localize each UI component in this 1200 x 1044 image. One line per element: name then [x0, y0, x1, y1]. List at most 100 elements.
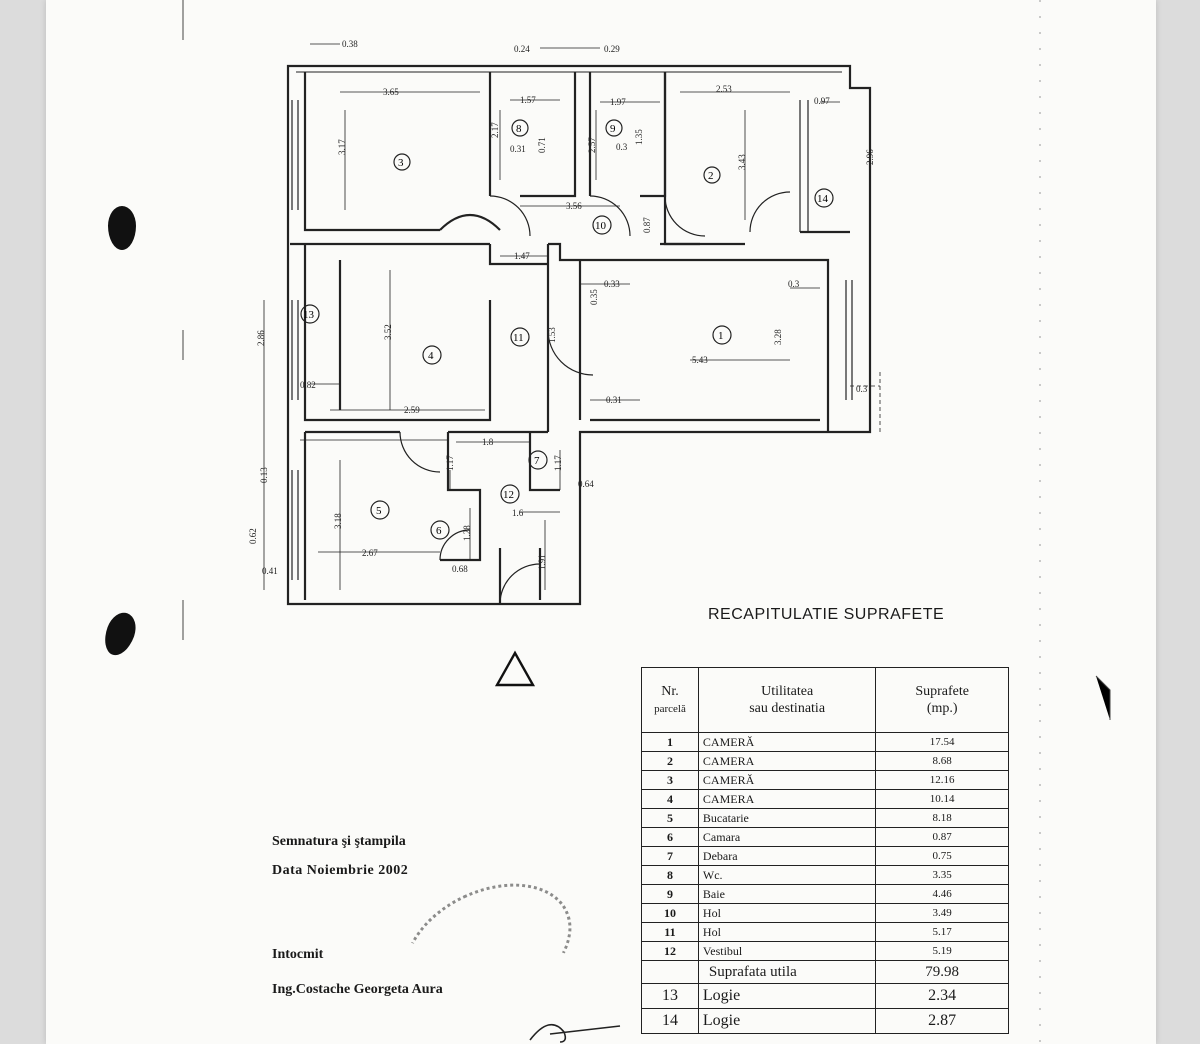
dimension-label: 3.43 — [737, 154, 747, 170]
room-number: 12 — [503, 489, 514, 501]
dimension-label: 0.3 — [616, 142, 628, 152]
date-label: Data Noiembrie 2002 — [272, 863, 409, 878]
dimension-label: 3.65 — [383, 87, 399, 97]
dimension-label: 1.6 — [512, 508, 524, 518]
dimension-label: 0.29 — [604, 44, 620, 54]
dimension-label: 0.68 — [452, 564, 468, 574]
dimension-label: 2.59 — [404, 405, 420, 415]
room-number: 11 — [513, 332, 524, 344]
room-markers: 3 8 9 2 14 10 13 11 1 4 7 12 5 6 — [300, 119, 834, 540]
room-marker-6: 6 — [430, 520, 450, 540]
dimension-label: 3.18 — [333, 513, 343, 529]
dimension-label: 1.97 — [610, 97, 626, 107]
room-number: 9 — [610, 123, 616, 135]
dimension-label: 2.53 — [716, 84, 732, 94]
room-number: 5 — [376, 505, 382, 517]
dimension-label: 1.91 — [537, 554, 547, 570]
room-marker-12: 12 — [500, 484, 520, 504]
dimension-label: 0.64 — [578, 479, 594, 489]
dimension-label: 0.82 — [300, 380, 316, 390]
room-number: 6 — [436, 525, 442, 537]
room-marker-2: 2 — [703, 166, 721, 184]
plan-walls — [263, 43, 881, 606]
engineer-name: Ing.Costache Georgeta Aura — [272, 982, 443, 997]
room-number: 4 — [428, 350, 434, 362]
dimension-label: 0.3 — [788, 279, 800, 289]
room-number: 3 — [398, 157, 404, 169]
dimension-label: 1.17 — [553, 455, 563, 471]
dimension-label: 1.53 — [547, 327, 557, 343]
dimension-label: 0.3 — [856, 384, 868, 394]
punch-hole-top — [108, 206, 136, 250]
dimension-label: 0.31 — [606, 395, 622, 405]
dimension-label: 3.56 — [566, 201, 582, 211]
dimension-label: 2.96 — [865, 149, 875, 165]
dimension-label: 0.33 — [604, 279, 620, 289]
dimension-label: 0.87 — [642, 217, 652, 233]
prepared-by-label: Intocmit — [272, 947, 324, 962]
header-area: Suprafete(mp.) — [875, 667, 1009, 733]
room-marker-13: 13 — [300, 304, 320, 324]
dimension-label: 1.8 — [482, 437, 494, 447]
dimension-label: 3.52 — [383, 324, 393, 340]
signature-stamp-label: Semnatura şi ştampila — [272, 834, 406, 849]
dimension-label: 1.57 — [520, 95, 536, 105]
dimension-label: 0.31 — [510, 144, 526, 154]
dimension-label: 0.97 — [814, 96, 830, 106]
dimension-label: 1.47 — [514, 251, 530, 261]
room-number: 2 — [708, 170, 714, 182]
dimension-label: 1.17 — [445, 455, 455, 471]
room-marker-10: 10 — [592, 215, 612, 235]
dimension-label: 0.62 — [248, 528, 258, 544]
room-marker-4: 4 — [422, 345, 442, 365]
room-marker-1: 1 — [712, 325, 732, 345]
dimension-labels: 0.38 0.24 0.29 3.65 1.57 1.97 2.53 0.97 … — [248, 39, 875, 576]
margin-marks — [182, 0, 1111, 1044]
dimension-label: 0.13 — [259, 467, 269, 483]
dimension-label: 0.38 — [342, 39, 358, 49]
room-marker-8: 8 — [511, 119, 529, 137]
dimension-label: 1.35 — [634, 129, 644, 145]
recap-title: RECAPITULATIE SUPRAFETE — [708, 606, 945, 623]
room-number: 14 — [817, 193, 829, 205]
signature-mark — [529, 1023, 621, 1043]
dimension-label: 0.35 — [589, 289, 599, 305]
room-number: 1 — [718, 330, 724, 342]
dimension-label: 2.67 — [362, 548, 378, 558]
dimension-label: 5.43 — [692, 355, 708, 365]
dimension-label: 1.28 — [462, 525, 472, 541]
dimension-label: 0.41 — [262, 566, 278, 576]
dimension-label: 3.17 — [337, 139, 347, 155]
room-marker-9: 9 — [605, 119, 623, 137]
dimension-label: 0.24 — [514, 44, 530, 54]
room-number: 8 — [516, 123, 522, 135]
room-number: 13 — [303, 309, 315, 321]
north-arrow-icon — [494, 650, 536, 687]
dimension-label: 2.57 — [587, 137, 597, 153]
room-number: 7 — [534, 455, 540, 467]
dimension-label: 2.86 — [256, 330, 266, 346]
room-marker-5: 5 — [370, 500, 390, 520]
header-nr: Nr.parcelă — [641, 667, 699, 733]
room-marker-11: 11 — [510, 327, 530, 347]
dimension-label: 3.28 — [773, 329, 783, 345]
